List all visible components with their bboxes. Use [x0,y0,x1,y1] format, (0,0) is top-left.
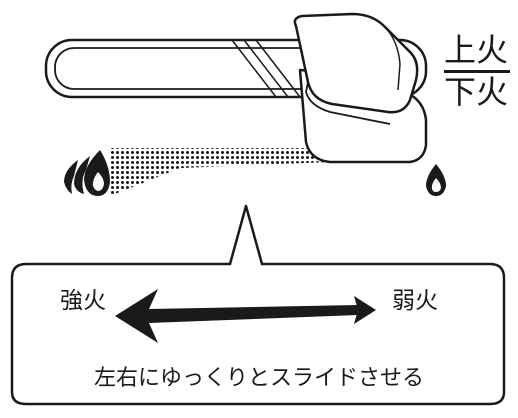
strong-heat-label: 強火 [60,288,106,314]
slider-knob[interactable] [293,12,428,164]
strength-arrow [115,289,376,343]
weak-heat-label: 弱火 [392,288,438,314]
fraction-line [444,70,510,73]
callout-box [10,204,506,406]
lower-heat-label: 下火 [444,73,509,111]
instruction-text: 左右にゆっくりとスライドさせる [93,366,424,391]
heat-scale-dots [110,146,332,198]
strong-flame-icon [64,150,110,196]
upper-heat-label: 上火 [444,31,509,69]
weak-flame-icon [426,164,446,196]
